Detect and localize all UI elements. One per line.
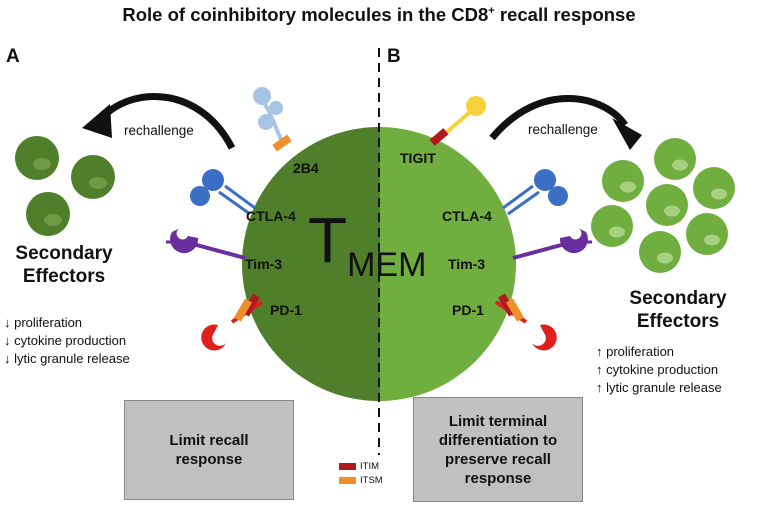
label-tim3-left: Tim-3 xyxy=(245,256,283,272)
label-tigit: TIGIT xyxy=(400,150,436,166)
panel-label-b: B xyxy=(387,46,401,67)
effect-item: ↑ cytokine production xyxy=(596,362,719,377)
legend-itsm-label: ITSM xyxy=(360,475,383,486)
effector-cells-right xyxy=(591,138,735,273)
effects-list-left: ↓ proliferation ↓ cytokine production ↓ … xyxy=(4,314,130,368)
effect-item: ↓ lytic granule release xyxy=(4,351,130,366)
effect-item: ↓ proliferation xyxy=(4,315,83,330)
legend-itim-swatch xyxy=(339,463,356,470)
tmem-label: TMEM xyxy=(308,204,427,284)
label-tim3-right: Tim-3 xyxy=(448,256,486,272)
effects-list-right: ↑ proliferation ↑ cytokine production ↑ … xyxy=(596,343,722,397)
receptor-pd1-right xyxy=(494,293,557,351)
effect-item: ↓ cytokine production xyxy=(4,333,127,348)
rechallenge-label-right: rechallenge xyxy=(528,122,598,137)
figure-title: Role of coinhibitory molecules in the CD… xyxy=(122,4,636,25)
label-pd1-left: PD-1 xyxy=(270,302,302,318)
panel-label-a: A xyxy=(6,46,20,67)
label-pd1-right: PD-1 xyxy=(452,302,484,318)
receptor-tim3-right xyxy=(512,228,592,260)
legend-itsm-swatch xyxy=(339,477,356,484)
memory-t-cell xyxy=(242,127,516,401)
receptor-2b4 xyxy=(253,87,292,152)
legend-itim-label: ITIM xyxy=(360,461,379,472)
label-ctla4-left: CTLA-4 xyxy=(246,208,296,224)
label-ctla4-right: CTLA-4 xyxy=(442,208,492,224)
effect-item: ↑ lytic granule release xyxy=(596,380,722,395)
receptor-ctla4-right xyxy=(502,169,568,216)
effector-cells-left xyxy=(15,136,115,236)
receptor-pd1-left xyxy=(201,293,264,351)
effect-item: ↑ proliferation xyxy=(596,344,675,359)
rechallenge-arrow-right xyxy=(489,95,642,150)
receptor-tim3-left xyxy=(166,228,246,260)
label-2b4: 2B4 xyxy=(293,160,319,176)
receptor-ctla4-left xyxy=(190,169,256,216)
rechallenge-label-left: rechallenge xyxy=(124,123,194,138)
receptor-tigit xyxy=(429,96,486,146)
rechallenge-arrow-left xyxy=(82,92,236,150)
